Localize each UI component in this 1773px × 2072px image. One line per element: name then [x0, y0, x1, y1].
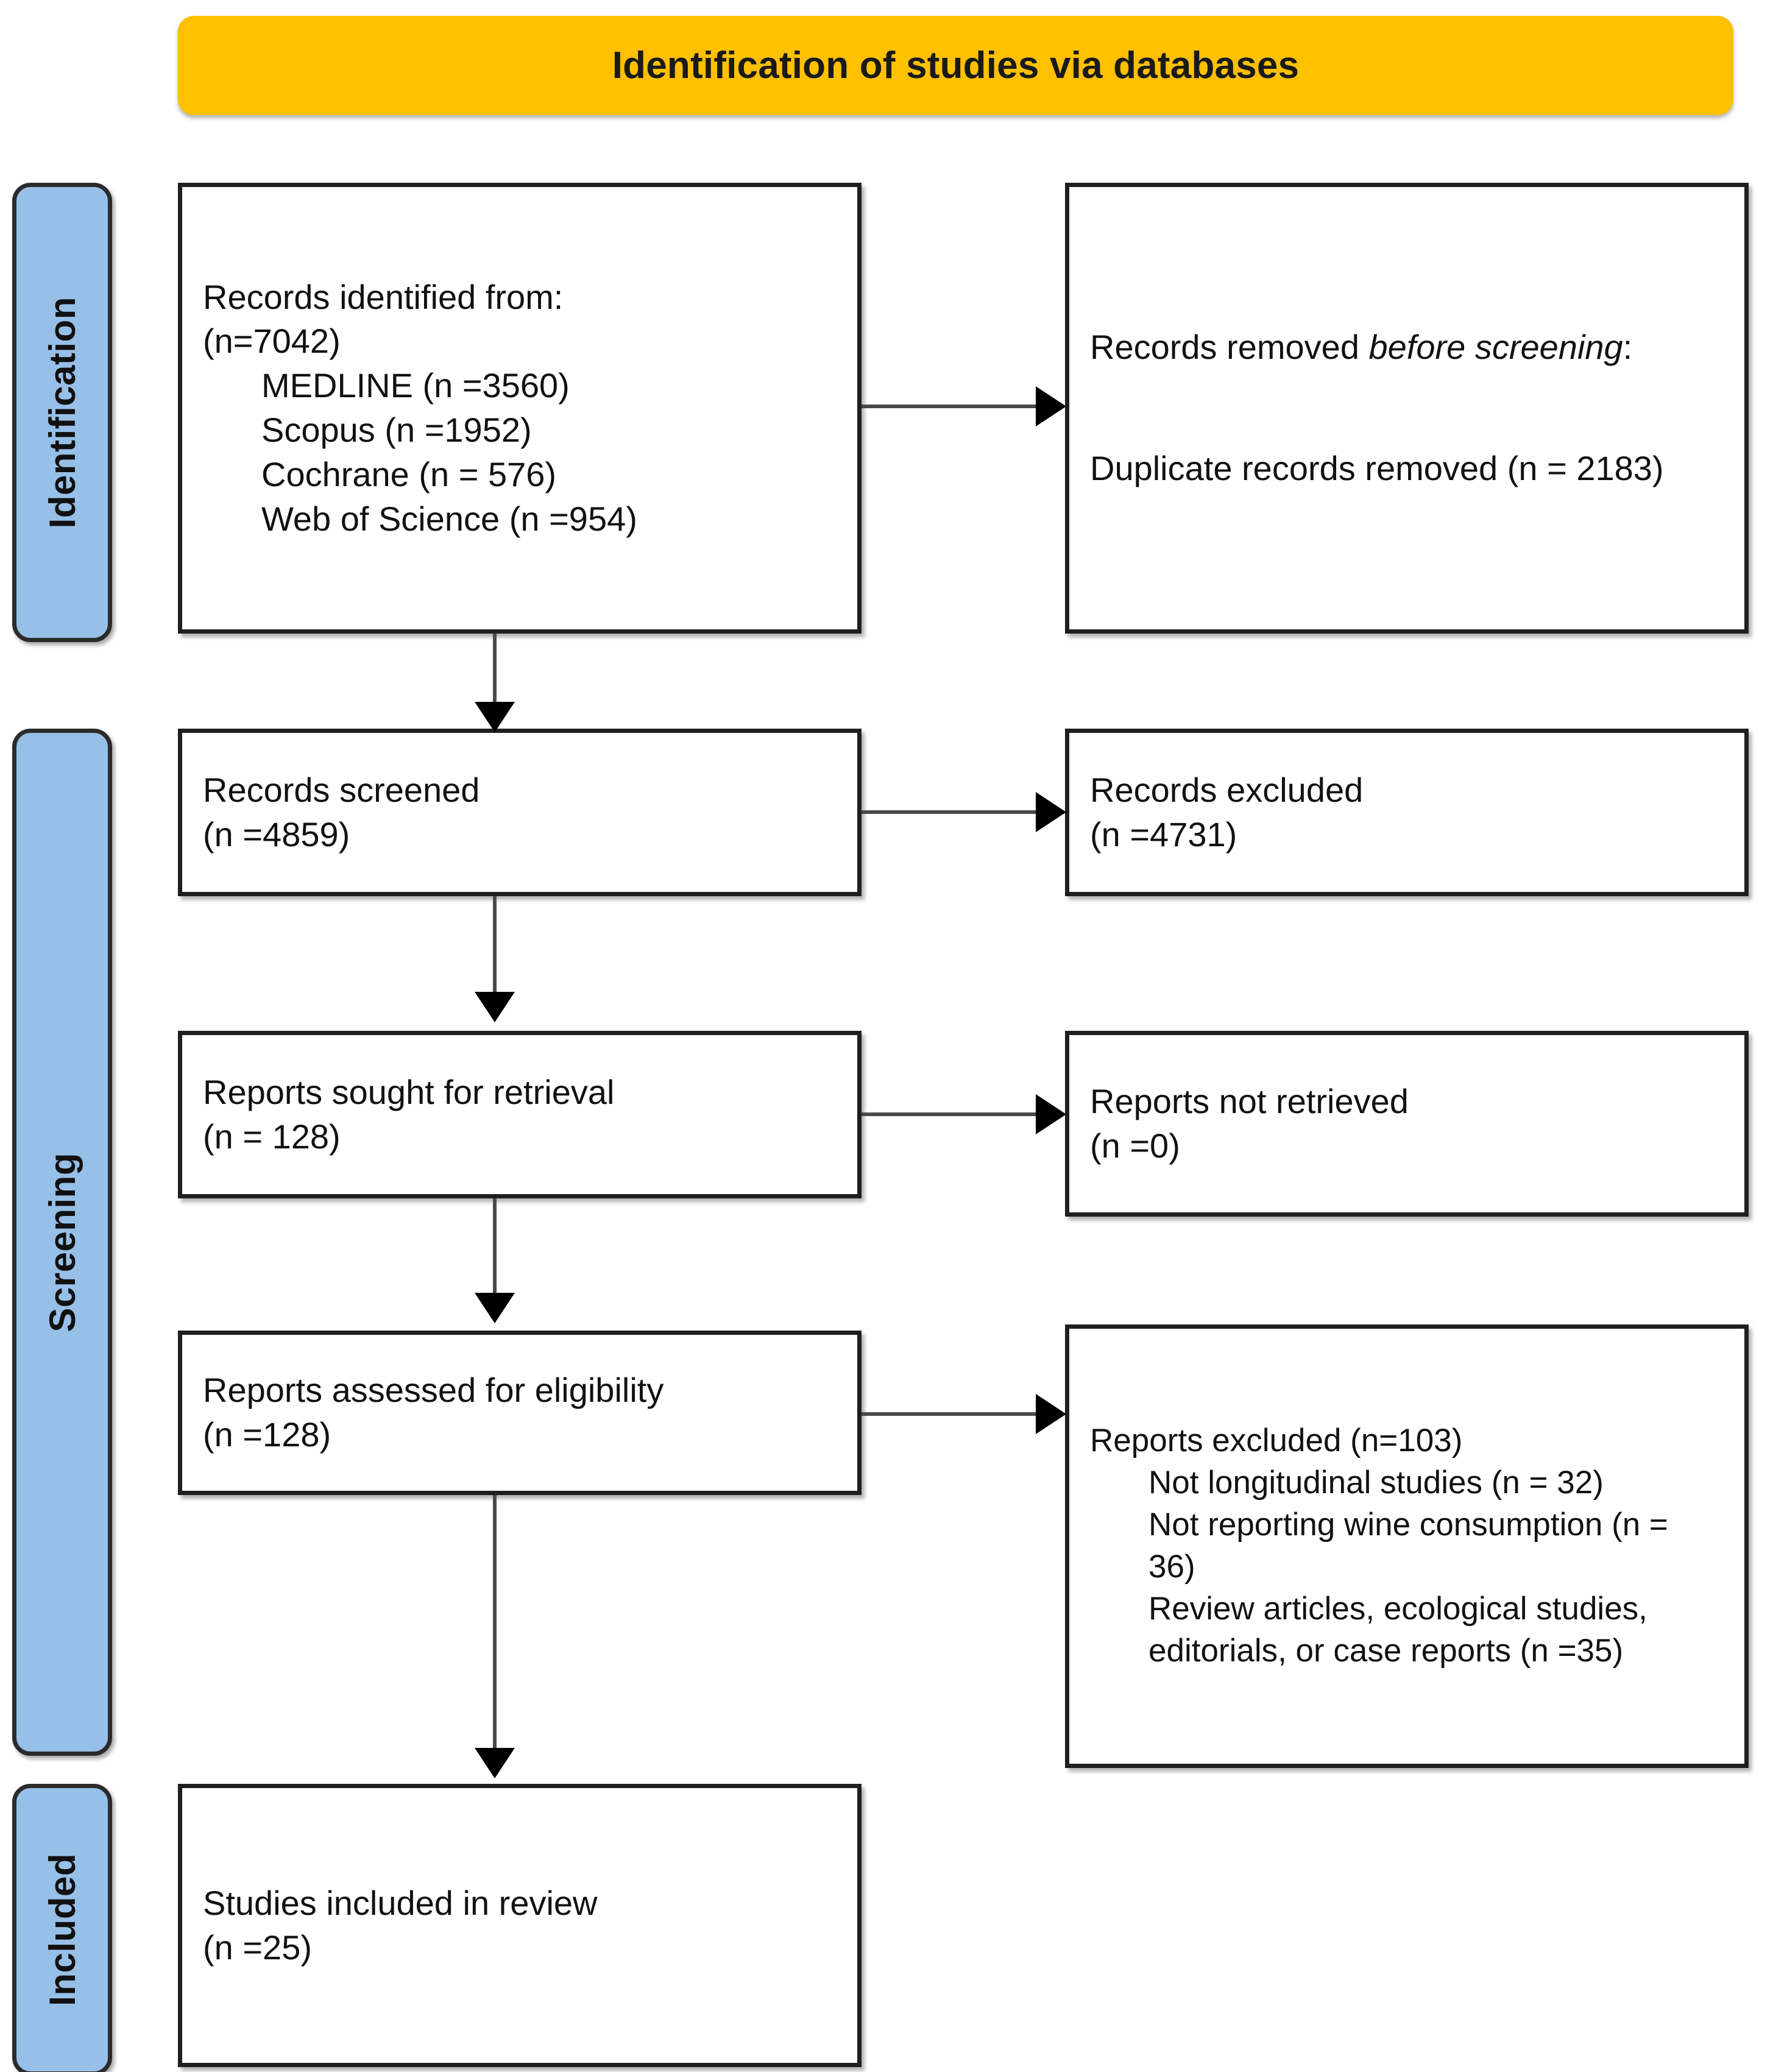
box-reports-assessed-for-eligibility: Reports assessed for eligibility (n =128… [178, 1331, 862, 1495]
box-reports-sought-text: Reports sought for retrieval (n = 128) [182, 1070, 635, 1159]
box-records-screened: Records screened (n =4859) [178, 729, 862, 896]
reports-sought-label: Reports sought for retrieval [203, 1072, 615, 1111]
box-reports-excluded-text: Reports excluded (n=103) Not longitudinal… [1069, 1420, 1744, 1672]
exclusion-reason-no-wine-consumption: Not reporting wine consumption (n = 36) [1148, 1507, 1677, 1585]
box-records-excluded-text: Records excluded (n =4731) [1069, 768, 1384, 857]
records-identified-heading: Records identified from: [203, 277, 564, 316]
box-reports-not-retrieved: Reports not retrieved (n =0) [1065, 1031, 1749, 1217]
box-reports-excluded: Reports excluded (n=103) Not longitudinal… [1065, 1324, 1749, 1768]
banner-identification-via-databases: Identification of studies via databases [178, 16, 1733, 115]
box-records-removed-before-screening: Records removed before screening: Duplic… [1065, 183, 1749, 634]
source-web-of-science: Web of Science (n =954) [261, 499, 637, 538]
box-records-identified: Records identified from: (n=7042) MEDLINE… [178, 183, 862, 634]
records-screened-count: (n =4859) [203, 815, 350, 854]
records-removed-heading-tail: : [1623, 328, 1633, 367]
duplicate-records-removed: Duplicate records removed (n = 2183) [1090, 448, 1664, 487]
stage-label-included-text: Included [41, 1853, 83, 2006]
reports-assessed-label: Reports assessed for eligibility [203, 1371, 664, 1410]
records-removed-heading-italic: before screening [1368, 328, 1623, 367]
box-records-screened-text: Records screened (n =4859) [182, 768, 500, 857]
connector-identified-to-removed [862, 405, 1038, 408]
records-screened-label: Records screened [203, 770, 480, 809]
exclusion-reason-not-longitudinal: Not longitudinal studies (n = 32) [1148, 1465, 1604, 1501]
box-reports-sought-for-retrieval: Reports sought for retrieval (n = 128) [178, 1031, 862, 1198]
box-studies-included-text: Studies included in review (n =25) [182, 1881, 618, 1970]
stage-label-identification: Identification [12, 183, 112, 642]
connector-sought-to-not-retrieved [862, 1112, 1038, 1116]
arrowhead-down-icon [475, 992, 515, 1022]
exclusion-reason-review-articles: Review articles, ecological studies, edi… [1148, 1590, 1657, 1669]
stage-label-screening-text: Screening [41, 1152, 83, 1332]
arrowhead-right-icon [1036, 386, 1066, 426]
reports-sought-count: (n = 128) [203, 1117, 341, 1156]
reports-assessed-count: (n =128) [203, 1415, 331, 1454]
arrowhead-down-icon [475, 1748, 515, 1778]
box-studies-included-in-review: Studies included in review (n =25) [178, 1784, 862, 2067]
reports-not-retrieved-label: Reports not retrieved [1090, 1081, 1409, 1120]
stage-label-screening: Screening [12, 729, 112, 1756]
reports-excluded-heading: Reports excluded (n=103) [1090, 1423, 1463, 1459]
records-excluded-label: Records excluded [1090, 770, 1364, 809]
connector-screened-to-sought [493, 896, 497, 995]
source-medline: MEDLINE (n =3560) [261, 366, 570, 405]
records-identified-total: (n=7042) [203, 322, 341, 361]
connector-assessed-to-reports-excluded [862, 1412, 1038, 1416]
box-records-identified-text: Records identified from: (n=7042) MEDLINE… [182, 275, 658, 542]
stage-label-identification-text: Identification [41, 296, 83, 529]
box-reports-assessed-text: Reports assessed for eligibility (n =128… [182, 1368, 684, 1457]
source-scopus: Scopus (n =1952) [261, 411, 532, 449]
arrowhead-right-icon [1036, 792, 1066, 832]
arrowhead-right-icon [1036, 1394, 1066, 1434]
arrowhead-right-icon [1036, 1094, 1066, 1134]
records-excluded-count: (n =4731) [1090, 815, 1237, 854]
records-removed-heading-lead: Records removed [1090, 328, 1369, 367]
box-reports-not-retrieved-text: Reports not retrieved (n =0) [1069, 1080, 1429, 1169]
connector-sought-to-assessed [493, 1198, 497, 1296]
source-cochrane: Cochrane (n = 576) [261, 454, 557, 493]
connector-screened-to-records-excluded [862, 810, 1038, 814]
box-records-removed-text: Records removed before screening: Duplic… [1069, 325, 1685, 491]
banner-title: Identification of studies via databases [612, 44, 1300, 87]
stage-label-included: Included [12, 1784, 112, 2072]
box-records-excluded: Records excluded (n =4731) [1065, 729, 1749, 896]
arrowhead-down-icon [475, 1293, 515, 1323]
studies-included-label: Studies included in review [203, 1883, 598, 1922]
connector-assessed-to-included [493, 1495, 497, 1751]
studies-included-count: (n =25) [203, 1928, 312, 1967]
spacer [1090, 370, 1664, 402]
reports-not-retrieved-count: (n =0) [1090, 1126, 1180, 1165]
arrowhead-down-icon [475, 702, 515, 732]
connector-identified-to-screened [493, 634, 497, 705]
